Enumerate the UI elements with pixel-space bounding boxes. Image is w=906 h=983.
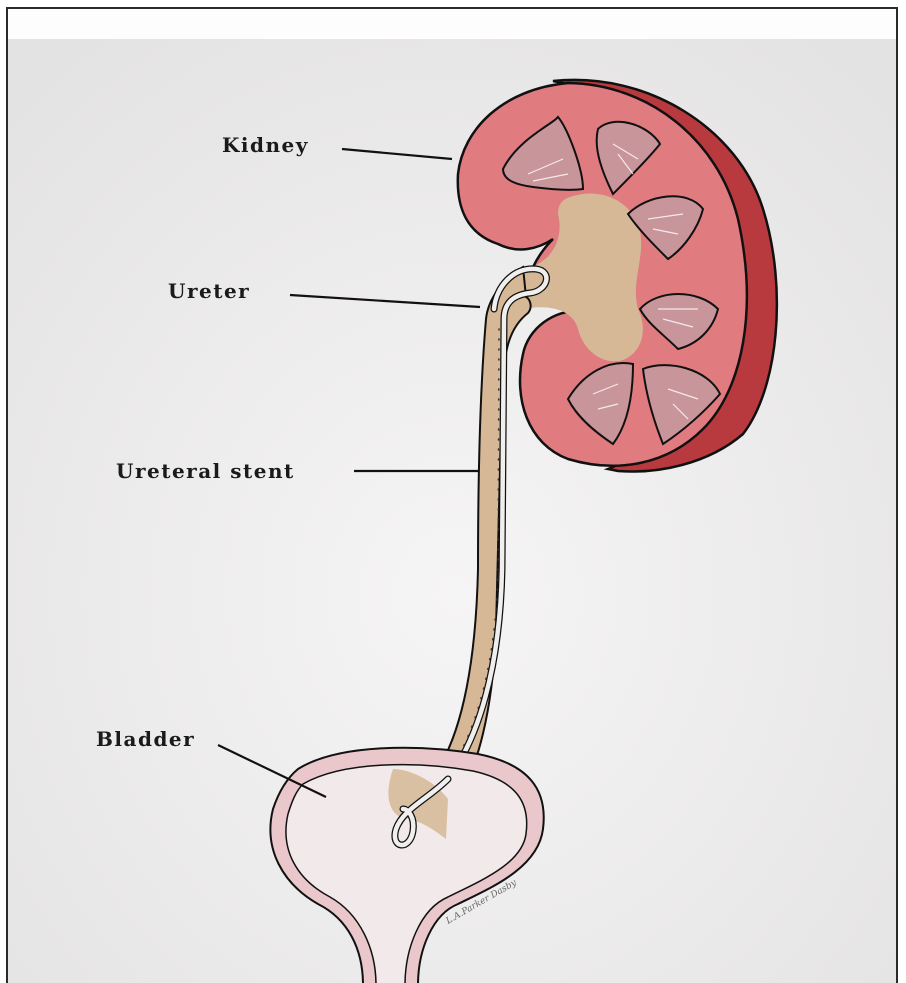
ureter-label: Ureter [168, 279, 250, 303]
ureteral-stent-label: Ureteral stent [116, 459, 295, 483]
bladder-label: Bladder [96, 727, 195, 751]
diagram-frame: L.A.Parker Dasby Kidney Ureter Ureteral … [6, 7, 898, 983]
anatomy-illustration: L.A.Parker Dasby [8, 9, 898, 983]
kidney-label: Kidney [222, 133, 309, 157]
